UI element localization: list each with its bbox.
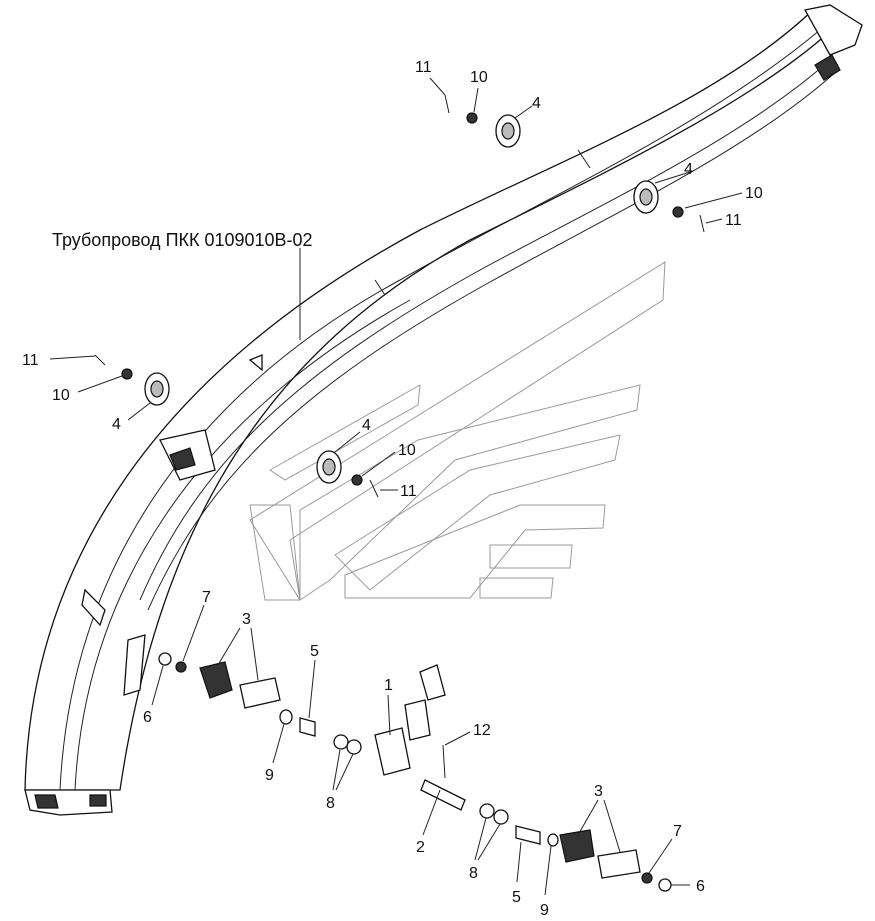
callout-7-right: 7	[673, 823, 682, 840]
callout-3-right: 3	[594, 783, 603, 800]
callout-10-left: 10	[52, 387, 70, 404]
callout-8-right: 8	[469, 865, 478, 882]
hardware-left	[158, 652, 466, 811]
callout-3-left: 3	[242, 611, 251, 628]
callout-10-top: 10	[470, 69, 488, 86]
callout-11-right: 11	[725, 212, 742, 229]
callout-11-mid: 11	[400, 483, 417, 500]
callout-6-left: 6	[143, 709, 152, 726]
callout-4-right: 4	[684, 161, 693, 178]
callout-9-left: 9	[265, 767, 274, 784]
watermark-logo	[249, 261, 666, 601]
callout-7-left: 7	[202, 589, 211, 606]
pulley-left	[94, 354, 170, 406]
callout-1: 1	[384, 677, 393, 694]
hardware-right	[479, 803, 672, 892]
callout-4-mid: 4	[362, 417, 371, 434]
leader-lines	[49, 77, 743, 896]
callout-11-top: 11	[415, 59, 432, 76]
callout-11-left: 11	[22, 352, 39, 369]
callout-4-top: 4	[532, 95, 541, 112]
pulley-right	[633, 180, 705, 233]
callouts: 11 10 4 4 10 11 11 10 4 4 10 11 7 3 6 9 …	[22, 59, 763, 919]
pipeline-title: Трубопровод ПКК 0109010В-02	[52, 230, 313, 250]
callout-10-mid: 10	[398, 442, 416, 459]
callout-12: 12	[473, 722, 491, 739]
callout-6-right: 6	[696, 878, 705, 895]
callout-2: 2	[416, 839, 425, 856]
callout-8-left: 8	[326, 795, 335, 812]
pulley-middle	[316, 450, 379, 498]
pulley-top	[444, 94, 521, 148]
callout-10-right: 10	[745, 185, 763, 202]
callout-5-right: 5	[512, 889, 521, 906]
callout-5-left: 5	[310, 643, 319, 660]
callout-9-right: 9	[540, 902, 549, 919]
boom-assembly	[24, 4, 863, 816]
callout-4-left: 4	[112, 416, 121, 433]
